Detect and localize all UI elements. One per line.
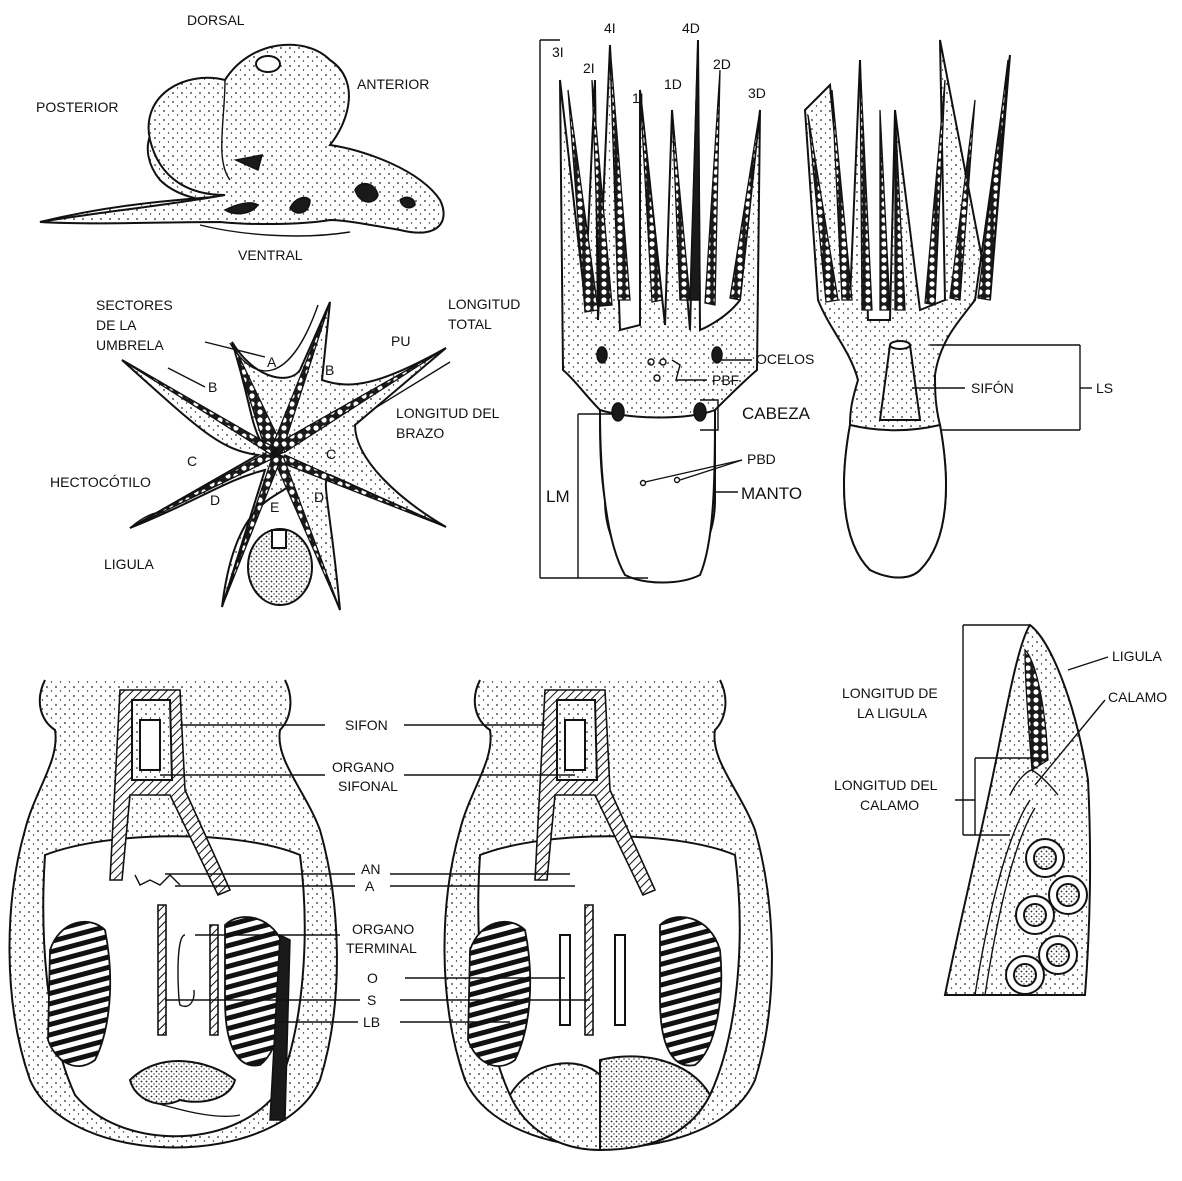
label-ligula-detail: LIGULA [1112,648,1162,664]
label-ls: LS [1096,380,1113,396]
ligula-detail: LIGULA CALAMO LONGITUD DE LA LIGULA LONG… [834,625,1167,995]
label-arm-2d: 2D [713,56,731,72]
label-sector-d-right: D [314,489,324,505]
internal-anatomy-right [444,680,771,1150]
label-arm-3i: 3I [552,44,564,60]
label-ventral: VENTRAL [238,247,303,263]
label-dorsal: DORSAL [187,12,245,28]
label-longitud-calamo-2: CALAMO [860,797,919,813]
label-longitud-total-2: TOTAL [448,316,492,332]
label-pbd: PBD [747,451,776,467]
label-arm-3d: 3D [748,85,766,101]
label-longitud-calamo-1: LONGITUD DEL [834,777,938,793]
label-organo-sifonal-2: SIFONAL [338,778,398,794]
label-cabeza: CABEZA [742,404,811,423]
label-an: AN [361,861,380,877]
label-sectores-3: UMBRELA [96,337,164,353]
label-lm: LM [546,487,570,506]
umbrella-sectors-view: SECTORES DE LA UMBRELA PU A B B LONGITUD… [50,297,500,610]
octopus-side-view: DORSAL POSTERIOR ANTERIOR VENTRAL [36,12,444,263]
label-pu: PU [391,333,410,349]
label-organo-terminal-2: TERMINAL [346,940,417,956]
label-arm-4i: 4I [604,20,616,36]
label-o: O [367,970,378,986]
label-lb: LB [363,1014,380,1030]
label-pbf: PBF [712,372,739,388]
dorsal-view: 3I 2I 4I 1I 1D 4D 2D 3D LONGITUD TOTAL O… [448,20,814,583]
label-calamo: CALAMO [1108,689,1167,705]
label-manto: MANTO [741,484,802,503]
label-sectores-2: DE LA [96,317,137,333]
label-sector-b-left: B [208,379,217,395]
label-posterior: POSTERIOR [36,99,118,115]
label-longitud-ligula-1: LONGITUD DE [842,685,938,701]
label-longitud-total-1: LONGITUD [448,296,520,312]
label-longitud-brazo-1: LONGITUD DEL [396,405,500,421]
label-arm-1i: 1I [632,90,644,106]
label-sectores-1: SECTORES [96,297,173,313]
label-ligula-umbrella: LIGULA [104,556,154,572]
label-s: S [367,992,376,1008]
label-organo-sifonal-1: ORGANO [332,759,394,775]
label-sifon-internal: SIFON [345,717,388,733]
label-sector-c-left: C [187,453,197,469]
label-arm-4d: 4D [682,20,700,36]
label-longitud-ligula-2: LA LIGULA [857,705,928,721]
label-arm-2i: 2I [583,60,595,76]
label-ocelos: OCELOS [756,351,814,367]
label-sector-e: E [270,499,279,515]
label-sector-d-left: D [210,492,220,508]
label-sector-c-right: C [326,446,336,462]
label-organo-terminal-1: ORGANO [352,921,414,937]
label-a-internal: A [365,878,375,894]
internal-anatomy-left [9,680,336,1148]
label-hectocotilo: HECTOCÓTILO [50,474,151,490]
label-arm-1d: 1D [664,76,682,92]
label-anterior: ANTERIOR [357,76,429,92]
label-sector-a: A [267,354,277,370]
label-sector-b-right: B [325,362,334,378]
label-sifon-ventral: SIFÓN [971,380,1014,396]
ventral-view: SIFÓN LS [805,40,1113,578]
label-longitud-brazo-2: BRAZO [396,425,444,441]
